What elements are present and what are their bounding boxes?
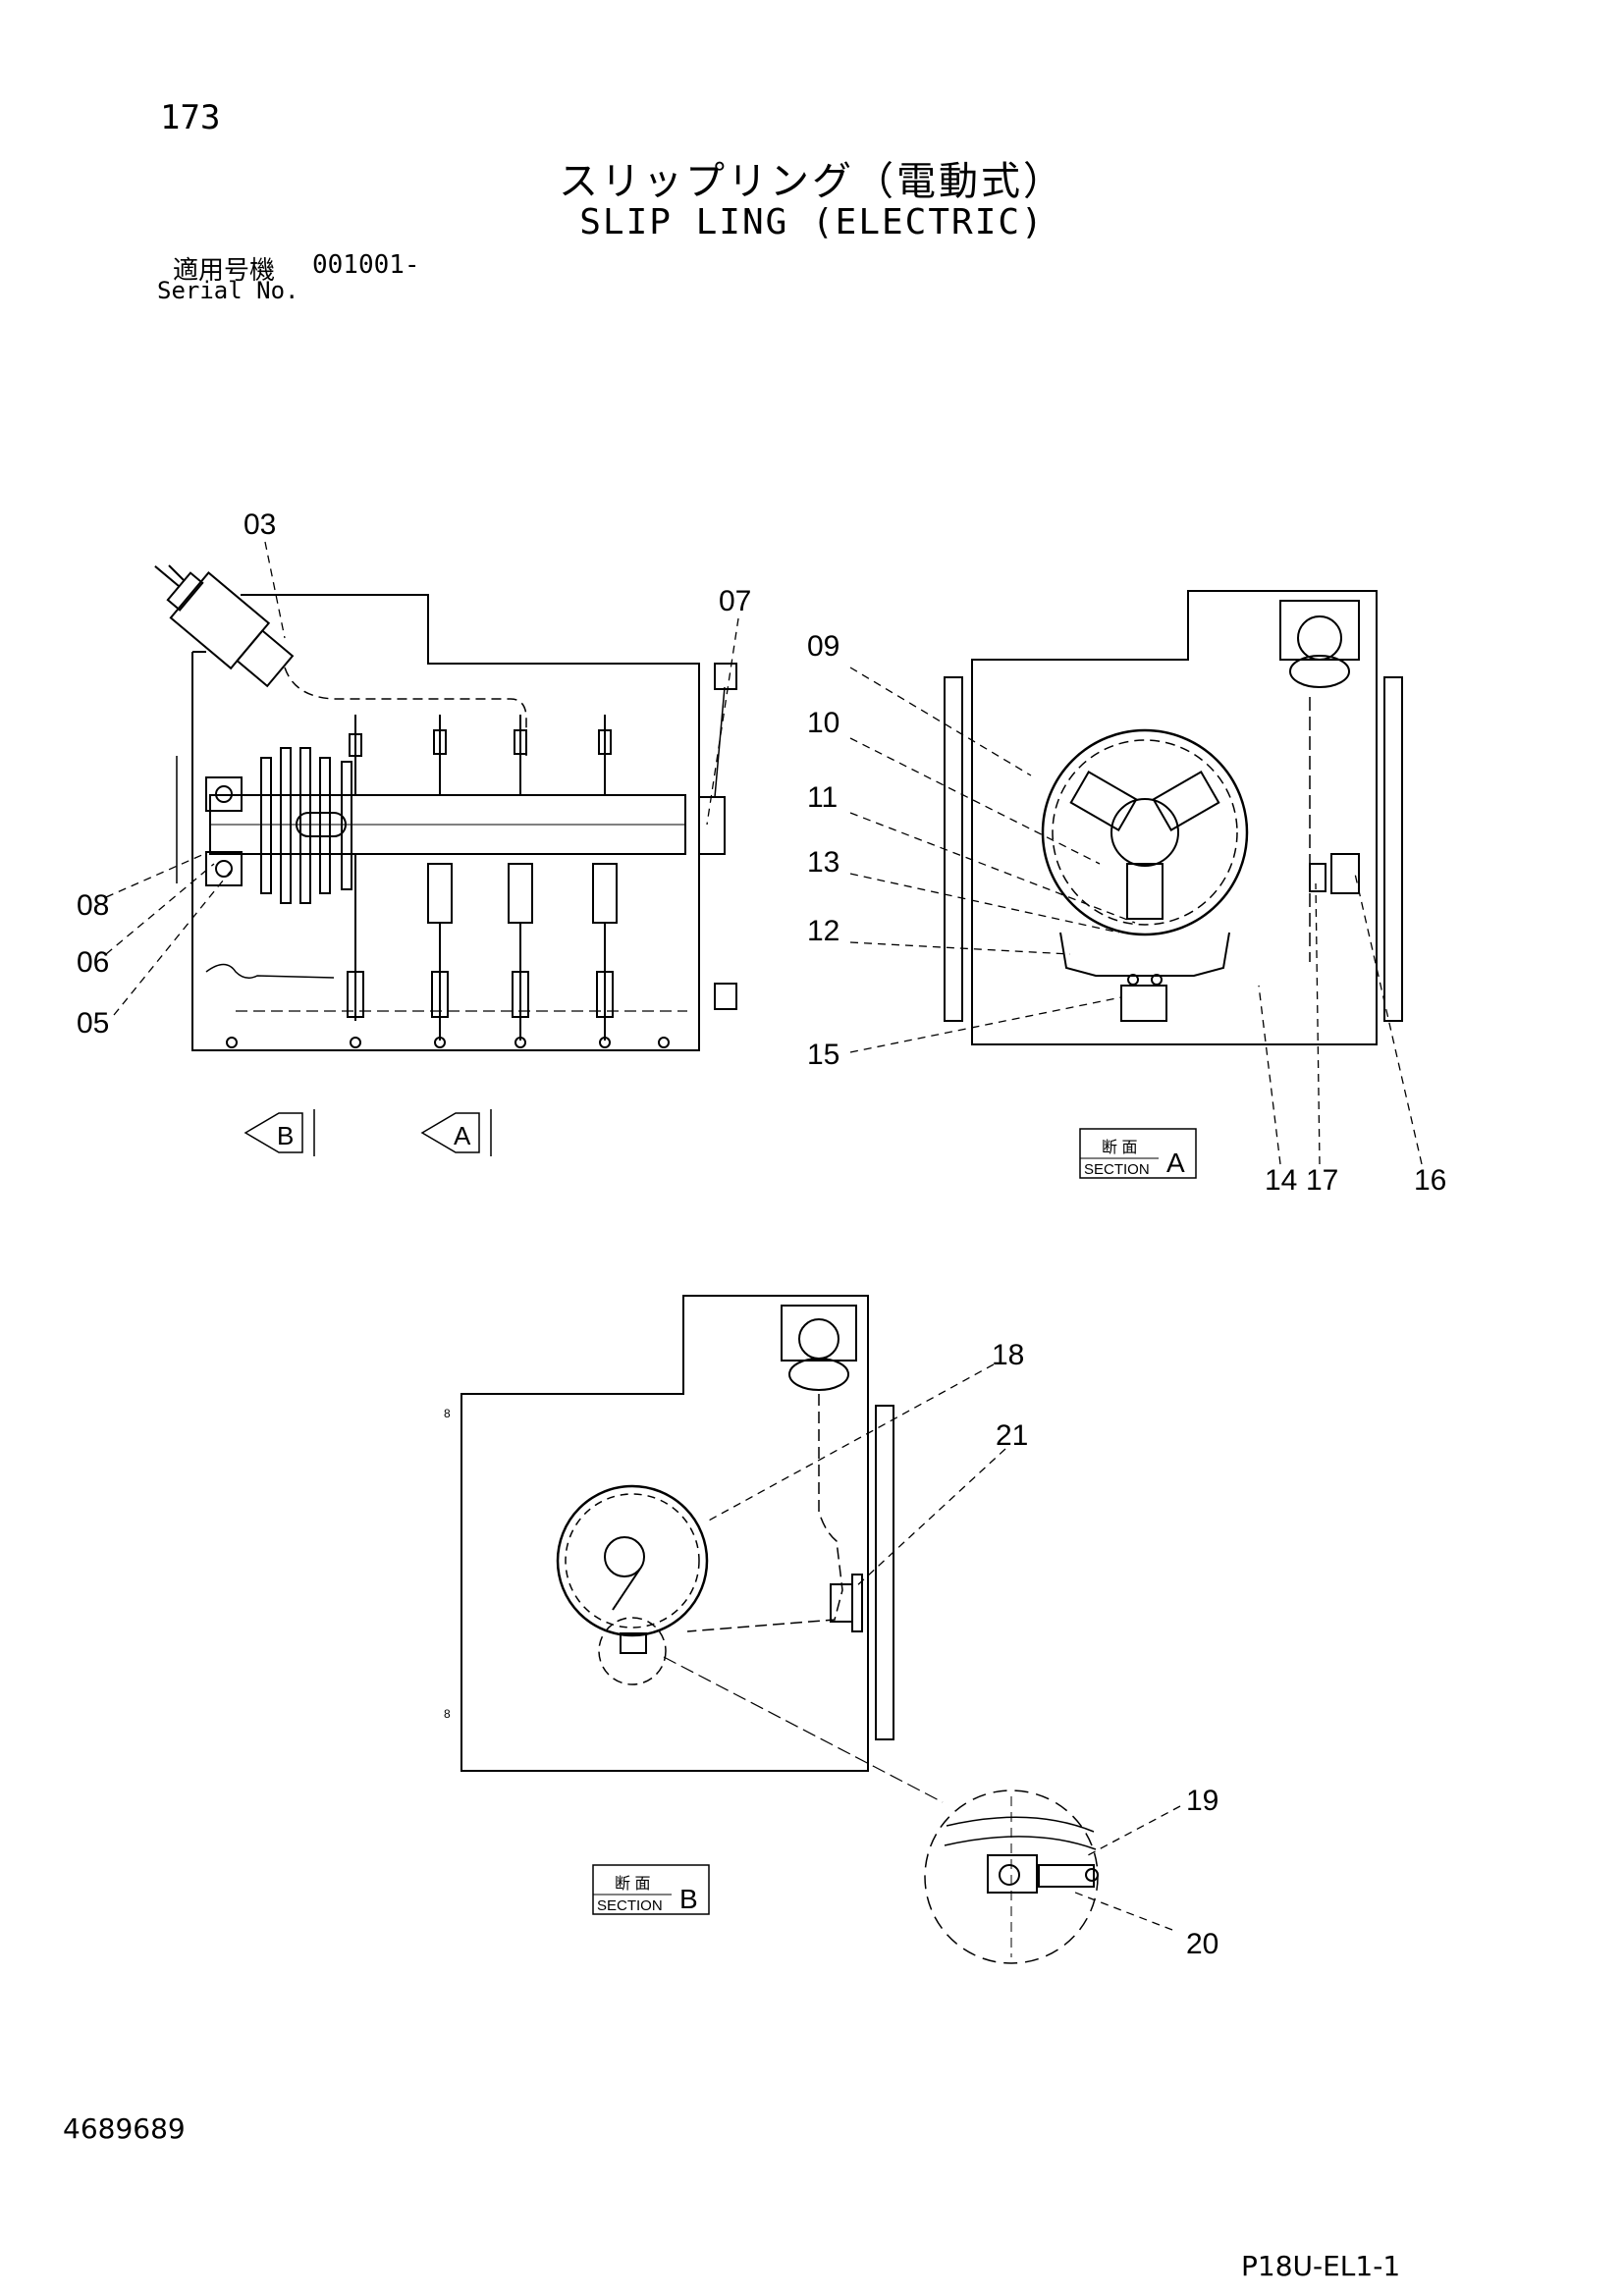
callout-08: 08 [77, 889, 109, 922]
leader-lines [105, 541, 1423, 1931]
page-code: P18U-EL1-1 [1241, 2250, 1401, 2282]
view-arrow-b-letter: B [277, 1121, 294, 1150]
section-a-letter: A [1166, 1148, 1185, 1178]
callout-07: 07 [719, 585, 751, 617]
callout-05: 05 [77, 1007, 109, 1040]
section-a-jp: 断 面 [1102, 1139, 1137, 1156]
serial-label-english: Serial No. [157, 277, 299, 304]
callout-10: 10 [807, 707, 839, 739]
insulators-bottom [347, 854, 618, 1041]
brush-holders-top [349, 715, 612, 795]
slip-ring-discs [260, 747, 352, 904]
svg-text:8: 8 [444, 1407, 451, 1420]
callout-09: 09 [807, 630, 839, 663]
section-b-jp: 断 面 [615, 1875, 650, 1893]
section-a-en: SECTION [1084, 1161, 1150, 1178]
title-english: SLIP LING (ELECTRIC) [579, 202, 1045, 242]
side-view [154, 564, 737, 1051]
motor-unit [154, 565, 295, 688]
view-arrow-a-letter: A [454, 1121, 471, 1150]
title-japanese: スリップリング（電動式） [559, 159, 1065, 204]
section-b-letter: B [679, 1884, 698, 1914]
callout-17: 17 [1306, 1164, 1338, 1197]
serial-value: 001001- [312, 250, 420, 280]
callout-11: 11 [807, 781, 838, 814]
view-arrow-b [244, 1109, 315, 1156]
view-arrow-a [420, 1109, 492, 1156]
callout-21: 21 [996, 1419, 1028, 1452]
section-labels: B A 断 面 SECTION A 断 面 SECTION B [277, 1121, 1185, 1914]
callout-20: 20 [1186, 1928, 1218, 1960]
callout-13: 13 [807, 846, 839, 879]
callout-19: 19 [1186, 1785, 1218, 1817]
callout-06: 06 [77, 946, 109, 979]
section-a-view [944, 590, 1403, 1179]
callout-03: 03 [244, 508, 276, 541]
callout-16: 16 [1414, 1164, 1446, 1197]
wheel-spokes [1069, 771, 1220, 920]
serial-label-japanese: 適用号機 [173, 256, 276, 286]
callout-15: 15 [807, 1039, 839, 1071]
callout-18: 18 [992, 1339, 1024, 1371]
page-number: 173 [160, 98, 221, 137]
section-b-en: SECTION [597, 1897, 663, 1914]
section-b-view: 8 8 [444, 1295, 1099, 1964]
document-number: 4689689 [63, 2112, 186, 2145]
callout-14: 14 [1265, 1164, 1297, 1197]
callout-12: 12 [807, 915, 839, 947]
callout-numbers: 03 07 08 06 05 09 10 11 13 12 15 14 17 1… [77, 508, 1446, 1960]
svg-text:8: 8 [444, 1707, 451, 1721]
